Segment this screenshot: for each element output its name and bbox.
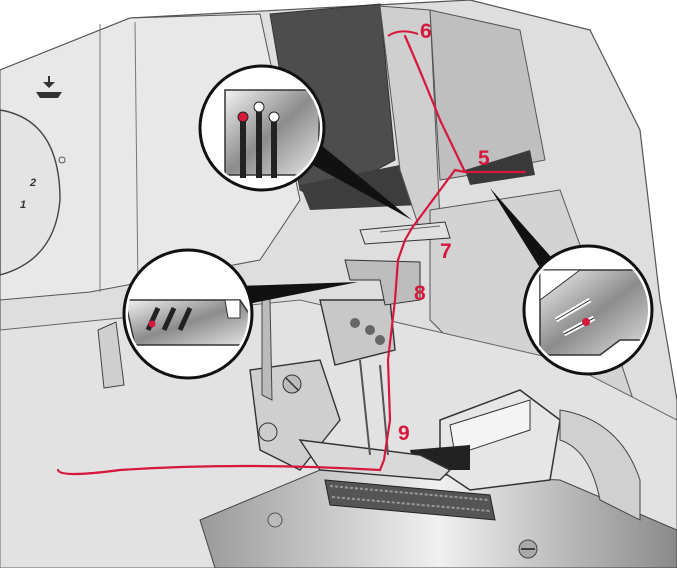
thread-path: [56, 30, 527, 476]
slotted-thread-guide-inset: [122, 248, 254, 380]
tension-disc-guide-inset: [198, 64, 326, 192]
step-label-7: 7: [440, 240, 452, 263]
angled-slot-guide-inset: [522, 244, 654, 376]
step-label-9: 9: [398, 422, 410, 445]
step-label-6: 6: [420, 20, 432, 43]
dial-number-2: 2: [29, 177, 36, 189]
step-label-8: 8: [414, 282, 426, 305]
step-label-5: 5: [478, 147, 490, 170]
feed-dogs: [324, 479, 496, 521]
dial-number-1: 1: [20, 199, 26, 211]
stitch-length-dial[interactable]: 2 1: [0, 109, 66, 276]
presser-foot-lower-icon: [36, 76, 62, 98]
